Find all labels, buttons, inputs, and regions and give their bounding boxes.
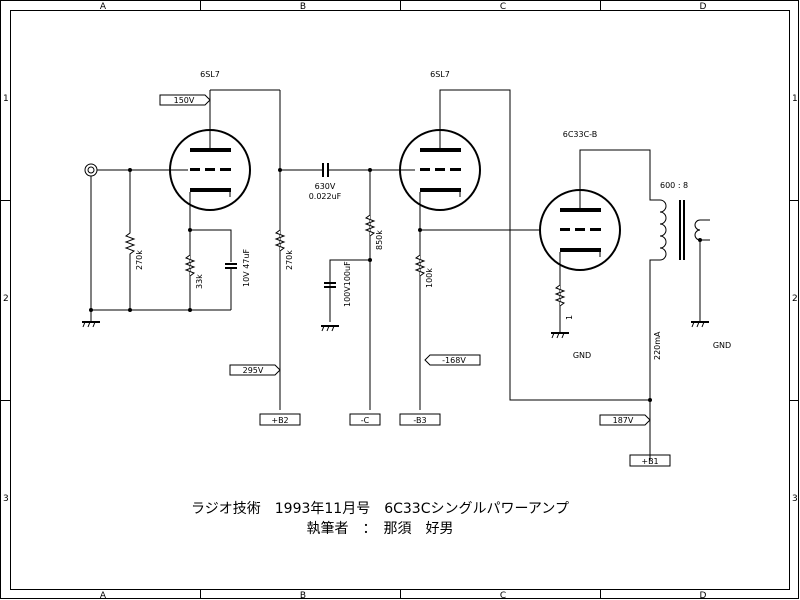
wire-v2-plate: [439, 89, 650, 401]
port-c-text: -C: [361, 416, 370, 425]
zone-row-3-right: 3: [792, 494, 798, 504]
ground-icon: [691, 321, 709, 328]
voltage-flag-150v: [159, 94, 211, 106]
capacitor-decouple-icon: [324, 282, 336, 288]
tube-v2-label: 6SL7: [430, 70, 450, 79]
junction-dots: [89, 168, 702, 402]
zone-col-a-bottom: A: [100, 591, 107, 600]
label-current: 220mA: [653, 331, 662, 360]
label-r-plate1: 270k: [285, 250, 294, 270]
zone-row-2-left: 2: [3, 294, 9, 304]
zone-col-a-top: A: [100, 2, 107, 12]
zone-col-c-bottom: C: [500, 591, 506, 600]
label-r-grid2: 850k: [375, 230, 384, 250]
gnd-label-output: GND: [713, 341, 731, 350]
input-jack-icon: [84, 163, 98, 177]
capacitor-coupling-icon: [322, 163, 329, 177]
tube-v3-label: 6C33C-B: [563, 130, 598, 139]
label-c-cathode1: 10V 47uF: [242, 249, 251, 287]
zone-row-1-left: 1: [3, 94, 9, 104]
port-b1-text: +B1: [641, 457, 658, 466]
port-b2-text: +B2: [271, 416, 288, 425]
voltage-187v-text: 187V: [613, 416, 634, 425]
port-b3: [399, 413, 441, 426]
capacitor-cathode1-icon: [225, 263, 237, 310]
zone-row-1-right: 1: [792, 94, 798, 104]
voltage-295v-text: 295V: [243, 366, 264, 375]
output-transformer-icon: [659, 199, 710, 322]
resistor-cathode1: [184, 254, 196, 277]
voltage-flag-295v: [229, 364, 281, 376]
wire-decouple: [329, 259, 370, 322]
port-b3-text: -B3: [413, 416, 426, 425]
label-r-cathode2: 100k: [425, 268, 434, 288]
ground-icon: [321, 325, 339, 332]
title-line-1: ラジオ技術 1993年11月号 6C33Cシングルパワーアンプ: [191, 501, 569, 517]
resistor-cathode3: [554, 284, 566, 307]
voltage-flag-neg168v: [424, 354, 481, 366]
resistor-plate1: [274, 229, 286, 252]
ground-icon: [551, 332, 569, 339]
tube-v1-label: 6SL7: [200, 70, 220, 79]
label-c-decouple: 100V100uF: [343, 261, 352, 307]
port-b2: [259, 413, 301, 426]
zone-col-b-bottom: B: [300, 591, 306, 600]
zone-col-b-top: B: [300, 2, 306, 12]
label-r-grid1: 270k: [135, 250, 144, 270]
ground-icon: [82, 310, 100, 328]
label-r-cathode3: 1: [565, 315, 574, 320]
zone-col-d-bottom: D: [700, 591, 707, 600]
voltage-neg168v-text: -168V: [442, 356, 466, 365]
resistor-cathode2: [414, 254, 426, 277]
voltage-150v-text: 150V: [174, 96, 195, 105]
label-r-cathode1: 33k: [195, 274, 204, 289]
label-transformer-ratio: 600 : 8: [660, 181, 688, 190]
zone-col-d-top: D: [700, 2, 707, 12]
resistor-grid2: [364, 214, 376, 237]
voltage-flag-187v: [599, 414, 651, 426]
wire-v1-cathode-cap: [190, 229, 232, 262]
port-c: [349, 413, 381, 426]
label-c-coupling-value: 0.022uF: [309, 192, 342, 201]
port-b1: [629, 454, 671, 467]
title-line-2: 執筆者 ： 那須 好男: [307, 521, 454, 537]
gnd-label-tube: GND: [573, 351, 591, 360]
zone-row-2-right: 2: [792, 294, 798, 304]
wire-v3-plate: [579, 149, 660, 208]
inner-border: [10, 10, 790, 590]
wire-b1-rail: [649, 259, 660, 460]
resistor-grid1: [124, 170, 136, 310]
zone-col-c-top: C: [500, 2, 506, 12]
zone-row-3-left: 3: [3, 494, 9, 504]
label-c-coupling-voltage: 630V: [315, 182, 336, 191]
